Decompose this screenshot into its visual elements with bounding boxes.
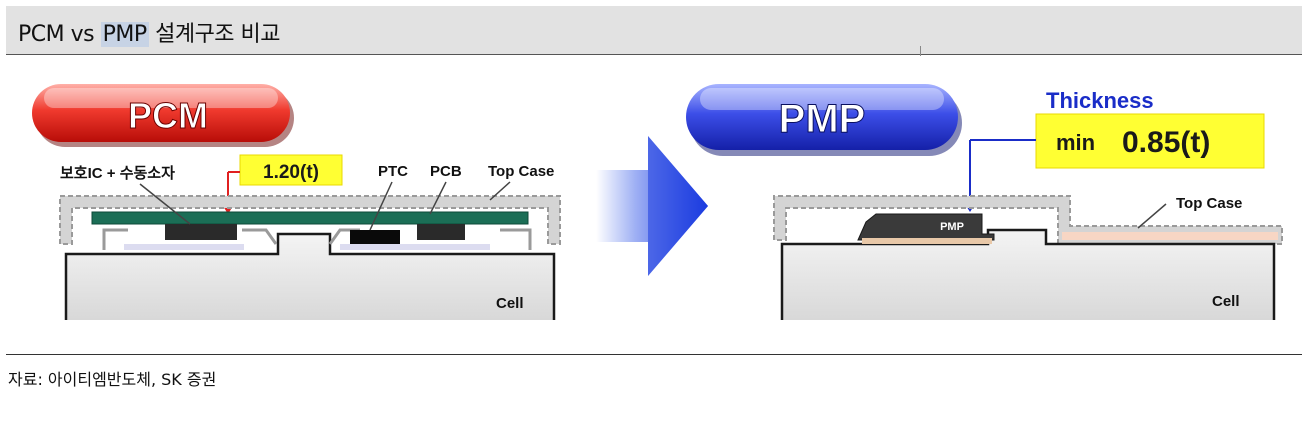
pcm-diagram: PCM 보호IC + 수동소자 1.20(t) PTC PCB Top Case… <box>32 84 561 320</box>
page-title: PCM vs PMP 설계구조 비교 <box>18 22 281 47</box>
pcm-tab-right <box>340 244 490 250</box>
pcm-topcase-label: Top Case <box>488 163 554 180</box>
pcm-pcb <box>91 211 529 225</box>
pmp-chip-base <box>862 238 992 244</box>
pcm-thickness-value: 1.20(t) <box>263 162 319 183</box>
pmp-thickness-value: 0.85(t) <box>1122 126 1210 159</box>
pmp-cell <box>780 228 1276 320</box>
pmp-thickness-title: Thickness <box>1046 88 1154 113</box>
pmp-diagram: PMP Thickness min 0.85(t) Top Case Cell … <box>686 84 1283 320</box>
pcm-protection-ic <box>165 224 237 240</box>
pcm-topcase-leader <box>489 181 511 201</box>
pcm-pcb-part <box>417 224 465 240</box>
pcm-ptc-leader <box>369 181 393 231</box>
pcm-contact-left <box>102 228 128 250</box>
pcm-badge: PCM <box>32 84 294 147</box>
pmp-chip-label: PMP <box>940 221 964 233</box>
pmp-badge: PMP <box>686 84 962 156</box>
header-divider-tick <box>920 46 921 56</box>
pmp-topcase-label: Top Case <box>1176 195 1242 212</box>
pmp-thickness-box <box>1035 113 1265 169</box>
pmp-thickness-min: min <box>1056 130 1095 155</box>
pmp-cell-label: Cell <box>1212 293 1240 310</box>
pcm-tab-left <box>124 244 244 250</box>
title-highlight: PMP <box>100 22 149 47</box>
arrow-head-shade <box>648 136 708 276</box>
source-divider <box>6 354 1302 355</box>
pcm-pcb-label: PCB <box>430 163 462 180</box>
source-note: 자료: 아이티엠반도체, SK 증권 <box>8 370 217 389</box>
pcm-thickness-box <box>239 154 343 186</box>
pmp-chip <box>857 213 995 241</box>
pmp-top-case-inner <box>1062 232 1278 240</box>
pcm-connector-a <box>242 228 278 245</box>
transition-arrow <box>596 136 708 276</box>
pmp-topcase-leader <box>1137 203 1167 229</box>
pcm-cell <box>64 232 556 320</box>
pcm-cell-label: Cell <box>496 295 524 312</box>
pcm-badge-label: PCM <box>128 95 208 136</box>
pcm-pcb-leader <box>429 181 447 215</box>
pcm-ptc-part <box>350 230 400 244</box>
pcm-ic-label: 보호IC + 수동소자 <box>60 165 175 182</box>
header-bar: PCM vs PMP 설계구조 비교 <box>6 6 1302 55</box>
pcm-ic-leader <box>139 183 191 225</box>
pcm-contact-right <box>500 228 532 250</box>
pcm-ptc-label: PTC <box>378 163 408 180</box>
pcm-top-case <box>59 195 561 245</box>
pmp-badge-label: PMP <box>779 97 866 141</box>
